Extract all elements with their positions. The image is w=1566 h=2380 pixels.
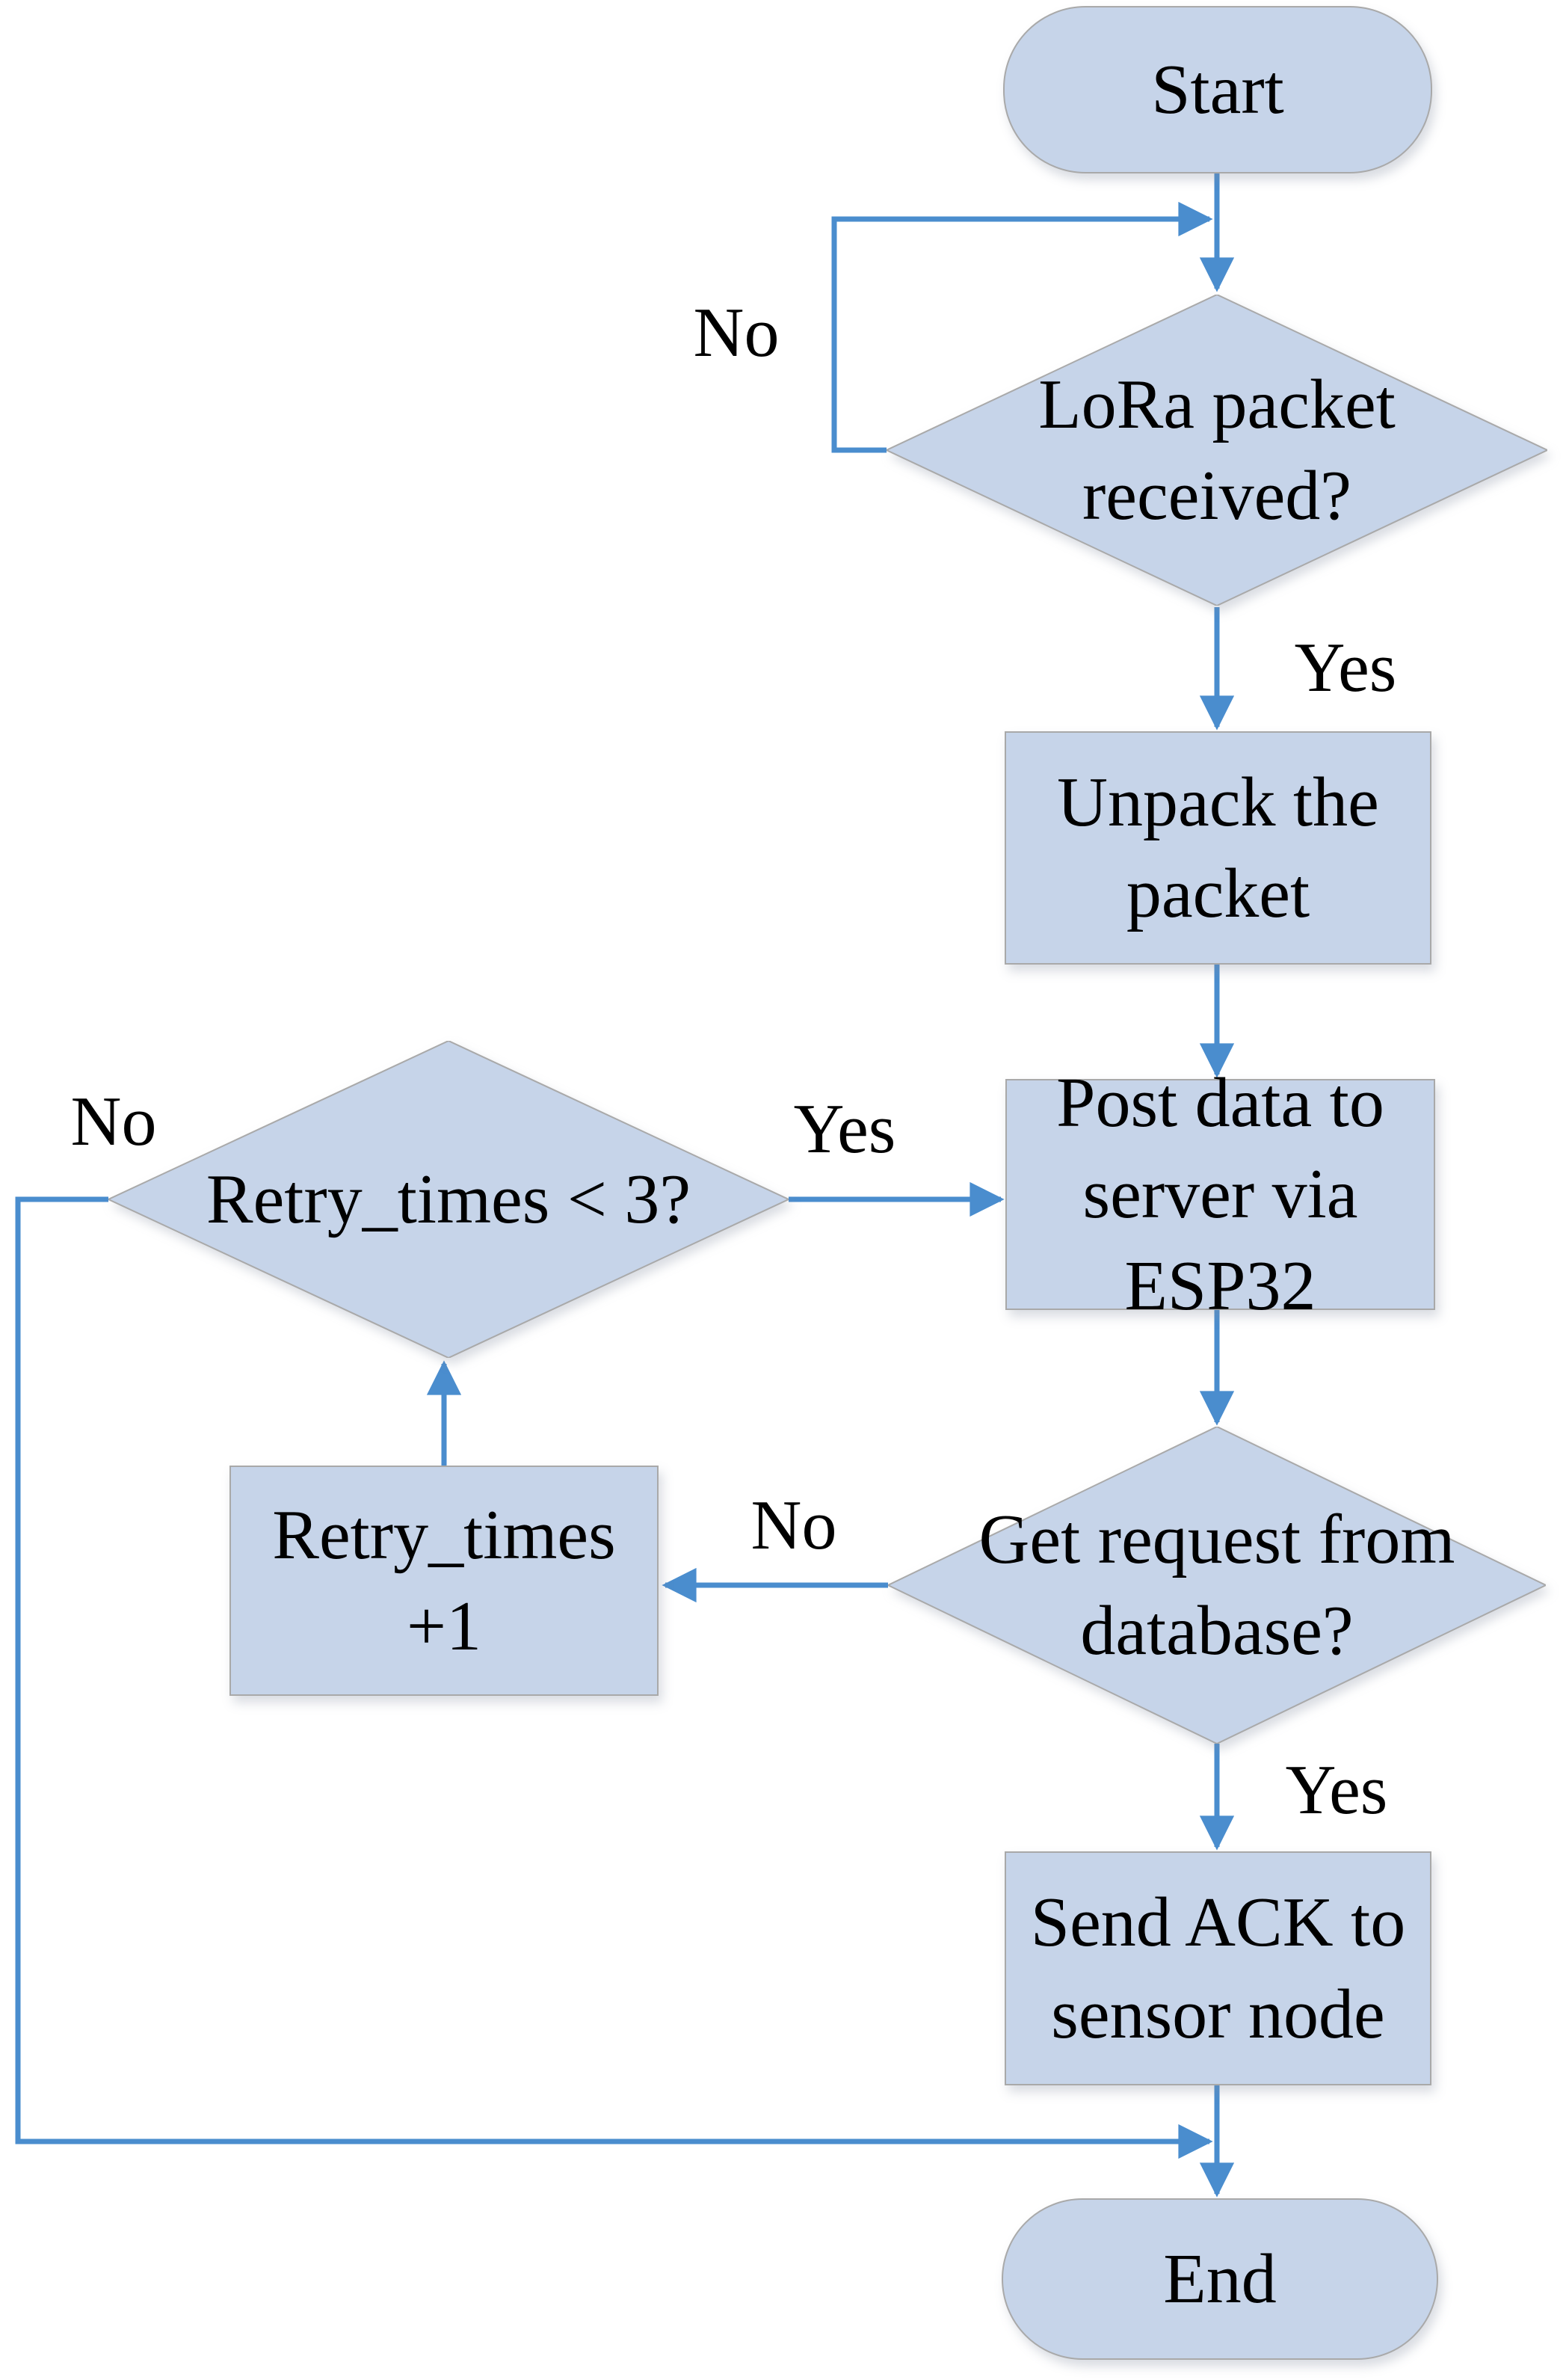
end-label: End (1163, 2239, 1277, 2318)
unpack-packet-node: Unpack the packet (1005, 731, 1431, 965)
decision-diamond-shape (887, 295, 1547, 606)
lora-received-decision: LoRa packet received? (887, 295, 1547, 606)
retry-check-label: Retry_times < 3? (206, 1160, 691, 1238)
start-label: Start (1151, 50, 1284, 129)
unpack-packet-label: Unpack the packet (1057, 763, 1379, 932)
get-request-label: Get request from database? (978, 1500, 1455, 1670)
decision-diamond-shape (108, 1041, 789, 1358)
edge-label-getrequest-yes: Yes (1285, 1751, 1388, 1829)
edge-label-getrequest-no: No (750, 1486, 837, 1564)
decision-diamond-shape (888, 1427, 1546, 1744)
retry-increment-label: Retry_times +1 (272, 1495, 616, 1665)
edge-label-lora-no: No (693, 294, 780, 372)
post-data-label: Post data to server via ESP32 (1056, 1064, 1384, 1325)
edge-lora-no-loop (831, 201, 1213, 453)
send-ack-label: Send ACK to sensor node (1030, 1884, 1406, 2053)
start-node: Start (1003, 6, 1432, 173)
retry-increment-node: Retry_times +1 (229, 1466, 659, 1696)
get-request-decision: Get request from database? (888, 1427, 1546, 1744)
edge-label-lora-yes: Yes (1294, 629, 1397, 707)
edge-retrycheck-no-to-end (15, 1196, 1213, 2159)
retry-check-decision: Retry_times < 3? (108, 1041, 789, 1358)
edge-label-retrycheck-yes: Yes (793, 1090, 896, 1168)
end-node: End (1002, 2198, 1438, 2360)
send-ack-node: Send ACK to sensor node (1005, 1851, 1431, 2085)
edge-label-retrycheck-no: No (70, 1083, 157, 1160)
post-data-node: Post data to server via ESP32 (1005, 1064, 1435, 1325)
lora-received-label: LoRa packet received? (1038, 365, 1396, 535)
